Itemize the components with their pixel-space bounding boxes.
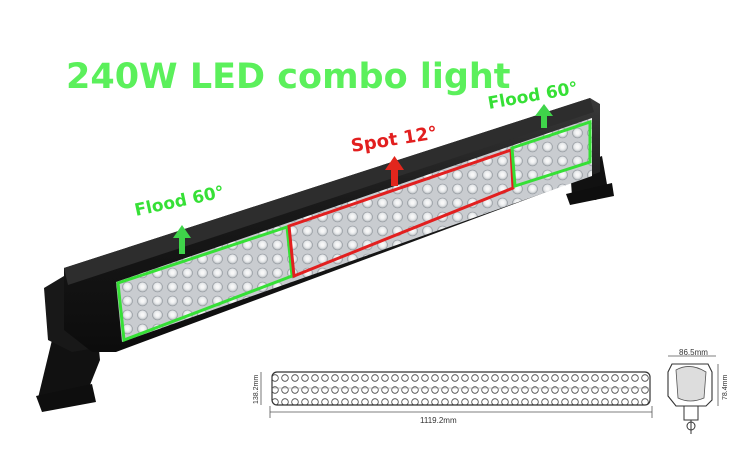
spot-center-zone — [287, 147, 515, 279]
depth-dimension: 86.5mm — [679, 348, 708, 357]
led-light-bar — [36, 98, 614, 412]
side-dimension-drawing: 86.5mm 78.4mm — [667, 348, 729, 434]
flood-left-label: Flood 60° — [133, 182, 226, 220]
flood-left-zone — [116, 224, 294, 343]
spot-arrow-icon — [385, 156, 404, 186]
front-dimension-drawing: 138.2mm 1119.2mm — [253, 371, 653, 425]
flood-right-arrow-icon — [535, 104, 553, 128]
side-height-dimension: 78.4mm — [722, 375, 729, 400]
flood-left-arrow-icon — [173, 225, 191, 254]
length-dimension: 1119.2mm — [420, 416, 457, 425]
led-face — [116, 118, 592, 342]
title-text: 240W LED combo light — [66, 57, 511, 97]
flood-right-zone — [510, 119, 592, 189]
height-dimension: 138.2mm — [253, 375, 260, 404]
